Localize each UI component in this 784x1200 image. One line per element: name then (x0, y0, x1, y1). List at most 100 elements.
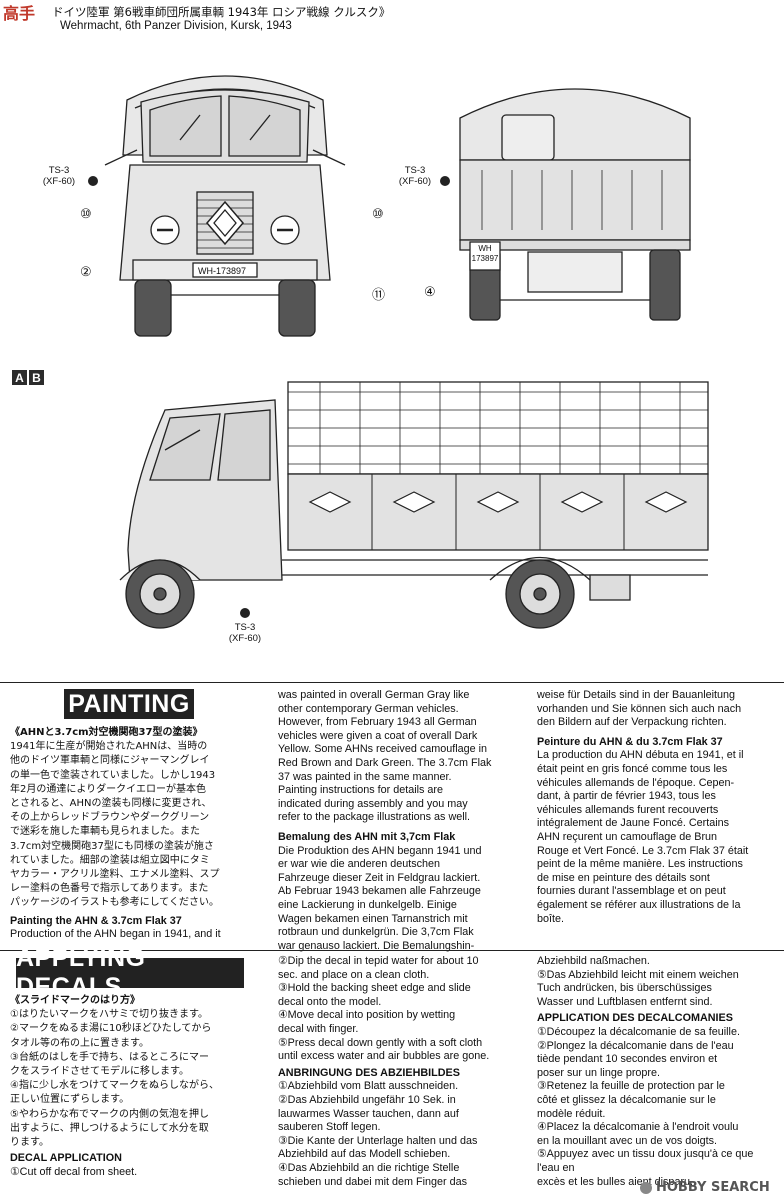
plate-rear-line1: WH (478, 244, 492, 253)
painting-jp-line: 他のドイツ軍車輌と同様にジャーマングレイ (10, 755, 210, 767)
header-jp-title: ドイツ陸軍 第6戦車師団所属車輌 1943年 ロシア戦線 クルスク》 (52, 5, 391, 19)
painting-de-line: den Bildern auf der Verpackung richten. (537, 716, 727, 729)
callout-4: ④ (424, 284, 436, 299)
painting-jp-line: 1941年に生産が開始されたAHNは、当時の (10, 741, 208, 753)
front-paint-code: TS-3 (48, 165, 70, 176)
side-paint-code: TS-3 (234, 622, 256, 633)
truck-rear-view (459, 88, 691, 321)
painting-de-line: Die Produktion des AHN begann 1941 und (278, 844, 482, 857)
painting-fr-line: boîte. (537, 912, 565, 925)
decals-de-line: ①Abziehbild vom Blatt ausschneiden. (278, 1080, 459, 1093)
painting-fr-line: véhicules allemands de l'époque. Cepen- (537, 776, 735, 789)
painting-en-line: refer to the package illustrations as we… (278, 811, 471, 824)
painting-fr-line: fournies durant l'assemblage et on peut (537, 885, 726, 898)
painting-fr-line: peint de la même manière. Les instructio… (537, 858, 743, 871)
decals-title: APPLYING DECALS (16, 944, 244, 1001)
decals-jp-line: タオル等の布の上に置きます。 (10, 1037, 149, 1049)
callout-2: ② (80, 264, 92, 279)
painting-jp-line: 年2月の通達によりダークイエローが基本色 (10, 783, 207, 795)
front-paint-color: (XF-60) (42, 176, 76, 187)
painting-en-heading: Painting the AHN & 3.7cm Flak 37 (10, 914, 182, 927)
label-b: B (29, 370, 44, 385)
header-en-title: Wehrmacht, 6th Panzer Division, Kursk, 1… (60, 20, 292, 32)
decals-de-line: Abziehbild auf das Modell schieben. (278, 1148, 451, 1161)
rear-paint-code: TS-3 (404, 165, 426, 176)
watermark-logo-top: 高手 (3, 4, 36, 23)
callout-11: ⑪ (372, 287, 386, 302)
decals-de-line: ④Das Abziehbild an die richtige Stelle (278, 1161, 460, 1174)
painting-de-line: eine Lackierung in dunkelgelb. Einige (278, 898, 457, 911)
decals-de-line: Tuch andrücken, bis überschüssiges (537, 982, 712, 995)
decals-de-line: lauwarmes Wasser tauchen, dann auf (278, 1107, 459, 1120)
painting-de-line: vorhanden und Sie können sich auch nach (537, 702, 742, 715)
decals-en-line: ①Cut off decal from sheet. (10, 1165, 138, 1178)
side-paint-callout: TS-3 (XF-60) (222, 622, 268, 644)
painting-fr-line: AHN reçurent un camouflage de Brun (537, 830, 718, 843)
decals-fr-line: ①Découpez la décalcomanie de sa feuille. (537, 1025, 740, 1038)
painting-de-line: war genauso lackiert. Die Bemalungshin- (278, 939, 475, 952)
label-a: A (12, 370, 27, 385)
painting-fr-line: également se référer aux illustrations d… (537, 898, 741, 911)
painting-fr-line: intégralement de Jaune Foncé. Certains (537, 817, 730, 830)
painting-en-line: was painted in overall German Gray like (278, 689, 470, 701)
hobby-search-icon (640, 1181, 652, 1194)
decals-de-line: Wasser und Luftblasen entfernt sind. (537, 995, 713, 1008)
decals-fr-line: tiède pendant 10 secondes environ et (537, 1053, 718, 1066)
painting-fr-line: de mise en peinture des détails sont (537, 871, 710, 884)
painting-de-line: Fahrzeuge dieser Zeit in Feldgrau lackie… (278, 871, 481, 884)
painting-de-line: Ab Februar 1943 bekamen alle Fahrzeuge (278, 885, 481, 898)
painting-en-line: Production of the AHN began in 1941, and… (10, 928, 221, 941)
decals-jp-heading: 《スライドマークのはり方》 (10, 995, 140, 1006)
decals-en-line: decal with finger. (278, 1022, 359, 1035)
decals-de-line: ③Die Kante der Unterlage halten und das (278, 1134, 478, 1147)
plate-rear-line2: 173897 (471, 254, 499, 263)
decals-jp-line: ります。 (10, 1137, 49, 1149)
decals-de-line: ②Das Abziehbild ungefähr 10 Sek. in (278, 1093, 456, 1106)
decals-de-line: schieben und dabei mit dem Finger das (278, 1175, 468, 1188)
painting-de-line: er war wie die anderen deutschen (278, 858, 441, 871)
decals-en-line: ④Move decal into position by wetting (278, 1009, 456, 1022)
rear-paint-callout: TS-3 (XF-60) (392, 165, 438, 187)
decals-en-heading: DECAL APPLICATION (10, 1152, 122, 1165)
side-paint-dot (240, 608, 250, 618)
truck-side-view (119, 381, 709, 629)
decals-jp-line: ②マークをぬるま湯に10秒ほどひたしてから (10, 1023, 212, 1035)
painting-de-heading: Bemalung des AHN mit 3,7cm Flak (278, 830, 456, 843)
decals-en-line: decal onto the model. (278, 995, 382, 1008)
decals-de-heading: ANBRINGUNG DES ABZIEHBILDES (278, 1066, 460, 1079)
decals-de-line: ⑤Das Abziehbild leicht mit einem weichen (537, 968, 739, 981)
decals-fr-line: ③Retenez la feuille de protection par le (537, 1080, 725, 1093)
painting-jp-line: とされると、AHNの塗装も同様に変更され、 (10, 798, 212, 810)
decals-jp-line: 正しい位置にずらします。 (10, 1094, 130, 1106)
decals-jp-line: ④指に少し水をつけてマークをぬらしながら、 (10, 1080, 219, 1092)
painting-fr-line: dant, à partir de février 1943, tous les (537, 790, 716, 803)
painting-jp-heading: 《AHNと3.7cm対空機関砲37型の塗装》 (10, 727, 203, 738)
painting-fr-heading: Peinture du AHN & du 3.7cm Flak 37 (537, 735, 723, 748)
decals-jp-line: ①はりたいマークをハサミで切り抜きます。 (10, 1009, 208, 1021)
decals-de-line: sauberen Stoff legen. (278, 1121, 381, 1134)
painting-jp-line: パッケージのイラストも参考にしてください。 (10, 897, 219, 909)
decals-en-line: ⑤Press decal down gently with a soft clo… (278, 1036, 483, 1049)
decals-en-line: ②Dip the decal in tepid water for about … (278, 955, 479, 967)
plate-rear: WH 173897 (470, 244, 500, 264)
decals-fr-line: modèle réduit. (537, 1107, 606, 1120)
painting-en-line: Painting instructions for details are (278, 784, 444, 797)
painting-jp-line: れていました。細部の塗装は組立図中にタミ (10, 854, 210, 866)
painting-fr-line: Rouge et Vert Foncé. Le 3.7cm Flak 37 ét… (537, 844, 749, 857)
painting-de-line: rotbraun und dunkelgrün. Die 3,7cm Flak (278, 926, 474, 939)
painting-fr-line: véhicules allemands furent recouverts (537, 803, 719, 816)
painting-jp-line: の単一色で塗装されていました。しかし1943 (10, 769, 216, 781)
side-paint-color: (XF-60) (228, 633, 262, 644)
decals-jp-line: 出すように、押しつけるようにして水分を取 (10, 1122, 209, 1134)
painting-col1: 《AHNと3.7cm対空機関砲37型の塗装》 1941年に生産が開始されたAHN… (10, 726, 255, 942)
decals-fr-line: en la mouillant avec un de vos doigts. (537, 1134, 718, 1147)
decals-fr-line: ②Plongez la décalcomanie dans de l'eau (537, 1039, 734, 1052)
painting-title: PAINTING (64, 689, 194, 719)
rear-paint-color: (XF-60) (398, 176, 432, 187)
painting-en-line: vehicles were given a coat of overall Da… (278, 729, 478, 742)
painting-fr-line: La production du AHN débuta en 1941, et … (537, 749, 744, 762)
front-paint-callout: TS-3 (XF-60) (36, 165, 82, 187)
decals-col2: ②Dip the decal in tepid water for about … (278, 955, 528, 1189)
ab-labels: A B (12, 370, 44, 385)
painting-en-line: However, from February 1943 all German (278, 716, 477, 729)
